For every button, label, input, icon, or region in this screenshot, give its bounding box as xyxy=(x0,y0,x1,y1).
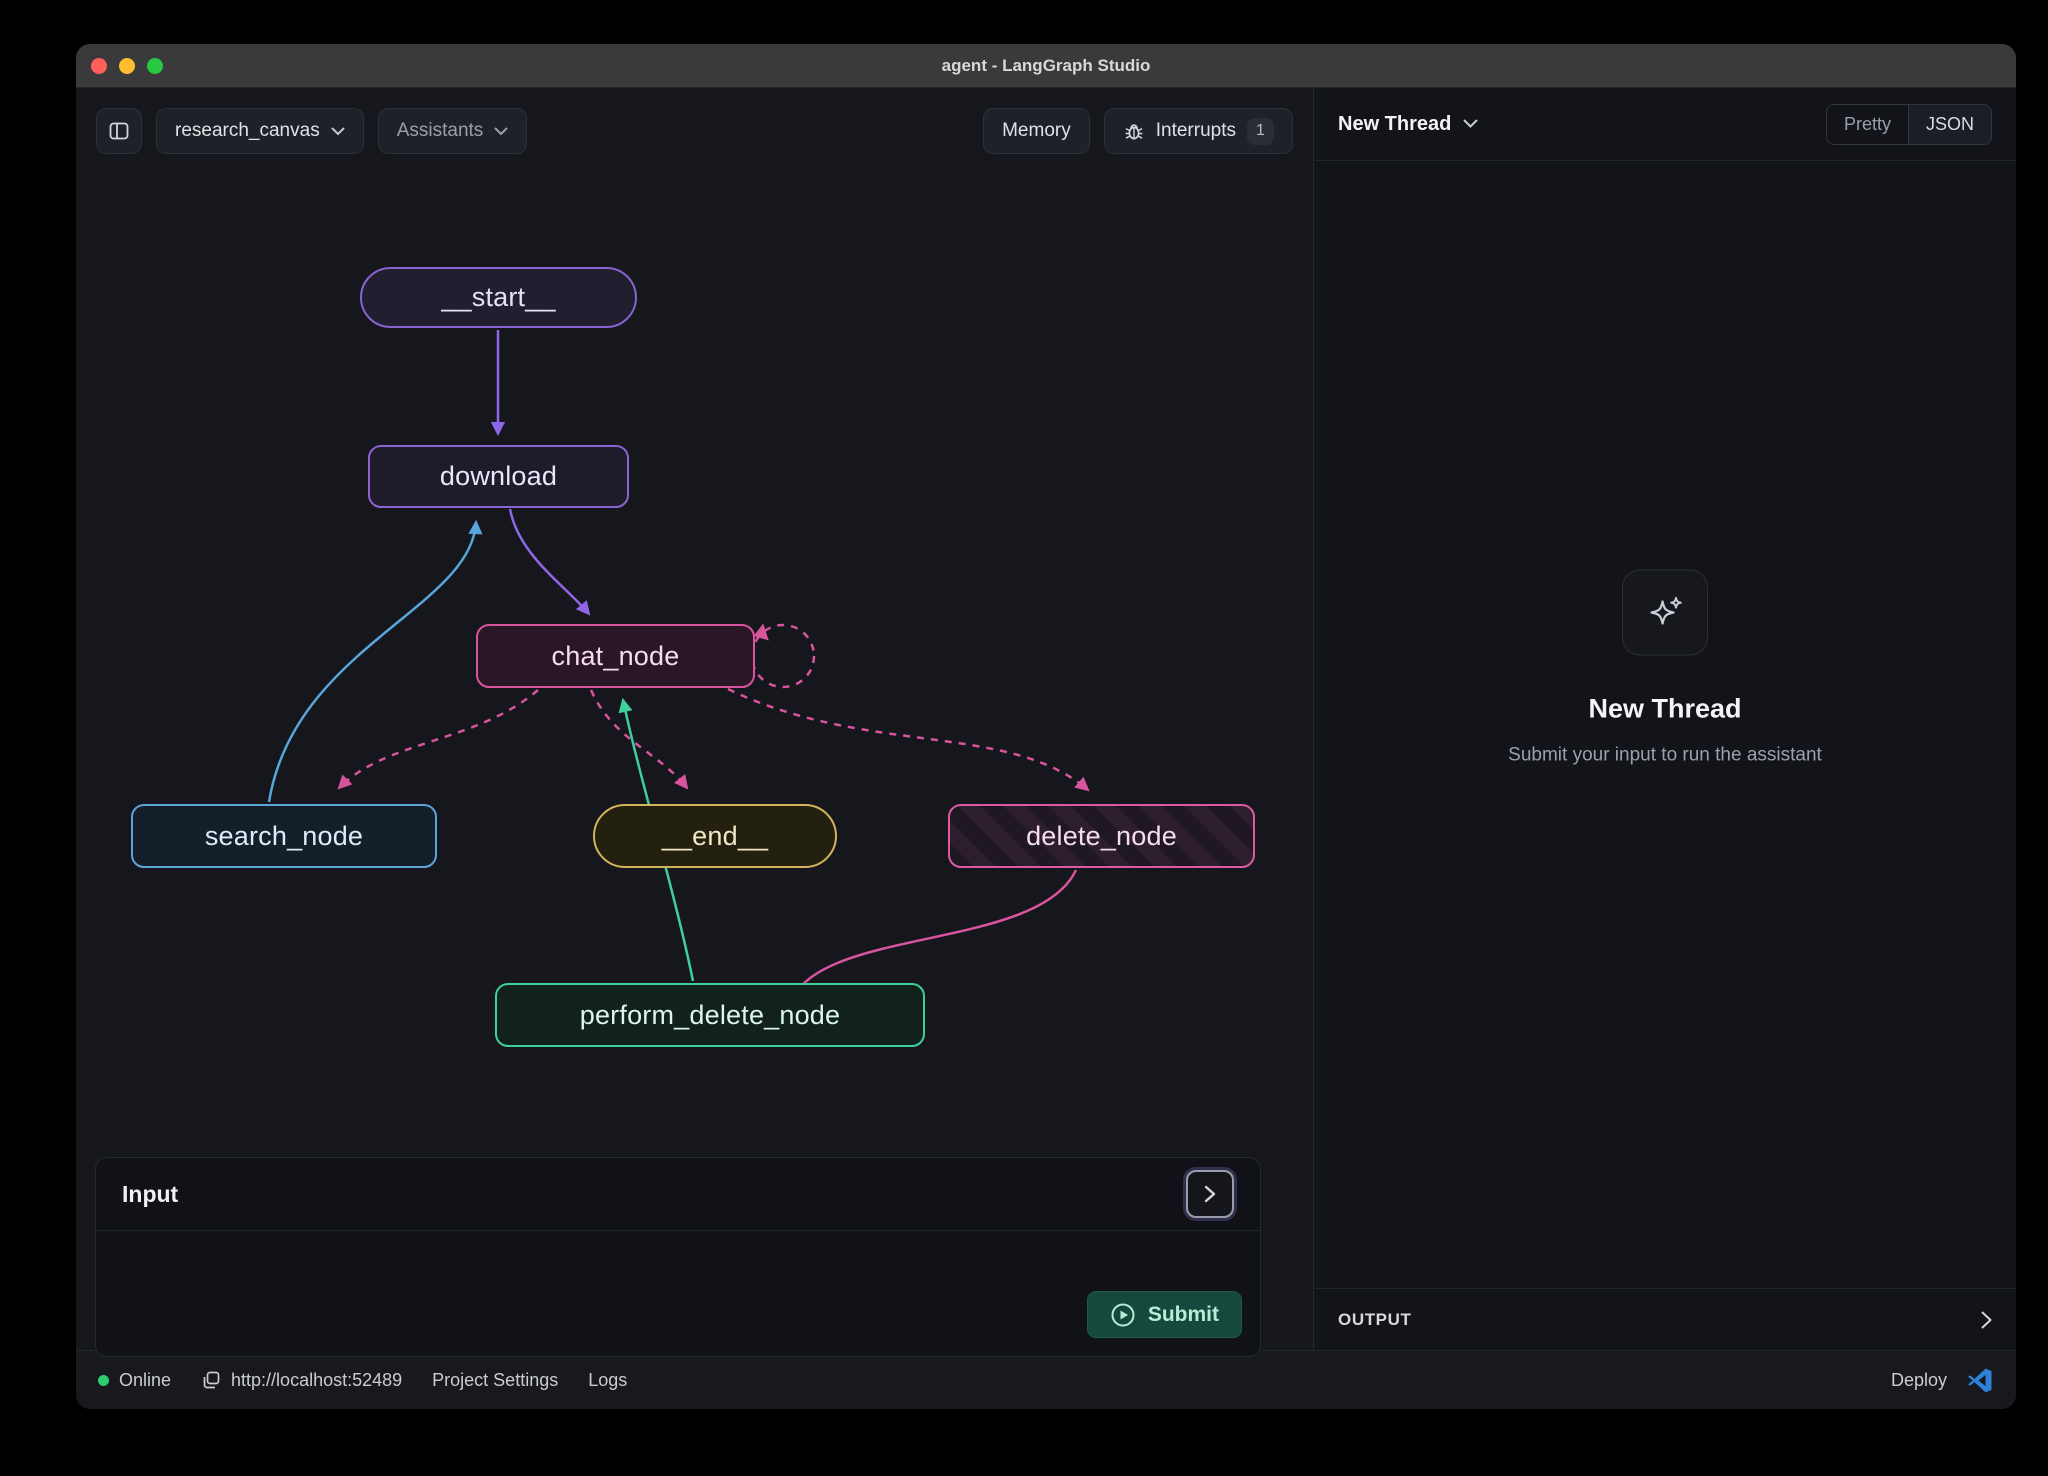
input-panel-header: Input xyxy=(96,1158,1260,1231)
graph-node-chat-node[interactable]: chat_node xyxy=(476,624,755,688)
thread-panel: New Thread Pretty JSON xyxy=(1313,88,2016,1350)
title-bar: agent - LangGraph Studio xyxy=(76,44,2016,88)
pretty-view-tab[interactable]: Pretty xyxy=(1827,105,1908,144)
chevron-down-icon xyxy=(1463,119,1478,129)
edge-chat-delete xyxy=(728,689,1088,790)
thread-name: New Thread xyxy=(1338,113,1451,136)
traffic-lights xyxy=(91,58,163,74)
graph-node-end[interactable]: __end__ xyxy=(593,804,837,868)
graph-select-label: research_canvas xyxy=(175,120,320,142)
empty-thread-state: New Thread Submit your input to run the … xyxy=(1314,570,2016,767)
input-panel: Input Submit xyxy=(95,1157,1261,1357)
online-status: Online xyxy=(98,1370,171,1391)
graph-node-delete-node[interactable]: delete_node xyxy=(948,804,1255,868)
edge-search-download xyxy=(269,522,476,802)
logs-label: Logs xyxy=(588,1370,627,1391)
edge-download-chat xyxy=(510,509,589,614)
assistants-dropdown[interactable]: Assistants xyxy=(378,108,528,154)
logs-link[interactable]: Logs xyxy=(588,1370,627,1391)
thread-select-dropdown[interactable]: New Thread xyxy=(1338,113,1478,136)
online-status-label: Online xyxy=(119,1370,171,1391)
memory-label: Memory xyxy=(1002,120,1071,142)
chevron-down-icon xyxy=(331,127,345,136)
input-collapse-button[interactable] xyxy=(1186,1170,1234,1218)
empty-thread-subtitle: Submit your input to run the assistant xyxy=(1314,745,2016,767)
status-bar: Online http://localhost:52489 Project Se… xyxy=(76,1350,2016,1409)
copy-icon xyxy=(201,1370,221,1390)
sidebar-toggle-button[interactable] xyxy=(96,108,142,154)
minimize-window-button[interactable] xyxy=(119,58,135,74)
memory-button[interactable]: Memory xyxy=(983,108,1090,154)
server-url-label: http://localhost:52489 xyxy=(231,1370,402,1391)
interrupts-count-badge: 1 xyxy=(1247,118,1274,145)
input-panel-body[interactable]: Submit xyxy=(96,1231,1260,1356)
close-window-button[interactable] xyxy=(91,58,107,74)
thread-header: New Thread Pretty JSON xyxy=(1314,88,2016,161)
zoom-window-button[interactable] xyxy=(147,58,163,74)
edge-chat-end xyxy=(591,690,687,788)
thread-body: New Thread Submit your input to run the … xyxy=(1314,161,2016,1288)
vscode-icon[interactable] xyxy=(1967,1367,1994,1394)
input-panel-title: Input xyxy=(122,1181,178,1208)
output-label: OUTPUT xyxy=(1338,1310,1411,1330)
interrupts-button[interactable]: Interrupts 1 xyxy=(1104,108,1293,154)
chevron-down-icon xyxy=(494,127,508,136)
interrupts-label: Interrupts xyxy=(1156,120,1236,142)
online-status-dot xyxy=(98,1375,109,1386)
submit-button[interactable]: Submit xyxy=(1087,1291,1242,1338)
canvas-toolbar: research_canvas Assistants Memory xyxy=(96,108,1293,154)
project-settings-label: Project Settings xyxy=(432,1370,558,1391)
graph-node-search-node[interactable]: search_node xyxy=(131,804,437,868)
play-circle-icon xyxy=(1110,1302,1136,1328)
app-window: agent - LangGraph Studio research_canvas xyxy=(76,44,2016,1409)
graph-select-dropdown[interactable]: research_canvas xyxy=(156,108,364,154)
window-title: agent - LangGraph Studio xyxy=(942,56,1151,76)
json-view-tab[interactable]: JSON xyxy=(1908,105,1991,144)
graph-canvas[interactable]: research_canvas Assistants Memory xyxy=(76,88,1313,1350)
panel-layout-icon xyxy=(107,119,131,143)
graph-node-download[interactable]: download xyxy=(368,445,629,508)
edge-chat-search xyxy=(339,690,538,788)
graph-node-start[interactable]: __start__ xyxy=(360,267,637,328)
bug-icon xyxy=(1123,120,1145,142)
project-settings-link[interactable]: Project Settings xyxy=(432,1370,558,1391)
sparkle-tile xyxy=(1622,570,1708,656)
chevron-right-icon xyxy=(1204,1185,1216,1203)
view-mode-toggle: Pretty JSON xyxy=(1826,104,1992,145)
deploy-link[interactable]: Deploy xyxy=(1891,1370,1947,1391)
assistants-label: Assistants xyxy=(397,120,484,142)
empty-thread-title: New Thread xyxy=(1314,694,2016,725)
output-section-toggle[interactable]: OUTPUT xyxy=(1314,1288,2016,1350)
chevron-right-icon xyxy=(1981,1311,1992,1329)
graph-node-perform-delete-node[interactable]: perform_delete_node xyxy=(495,983,925,1047)
sparkle-icon xyxy=(1643,591,1687,635)
submit-label: Submit xyxy=(1148,1303,1219,1327)
server-url[interactable]: http://localhost:52489 xyxy=(201,1370,402,1391)
